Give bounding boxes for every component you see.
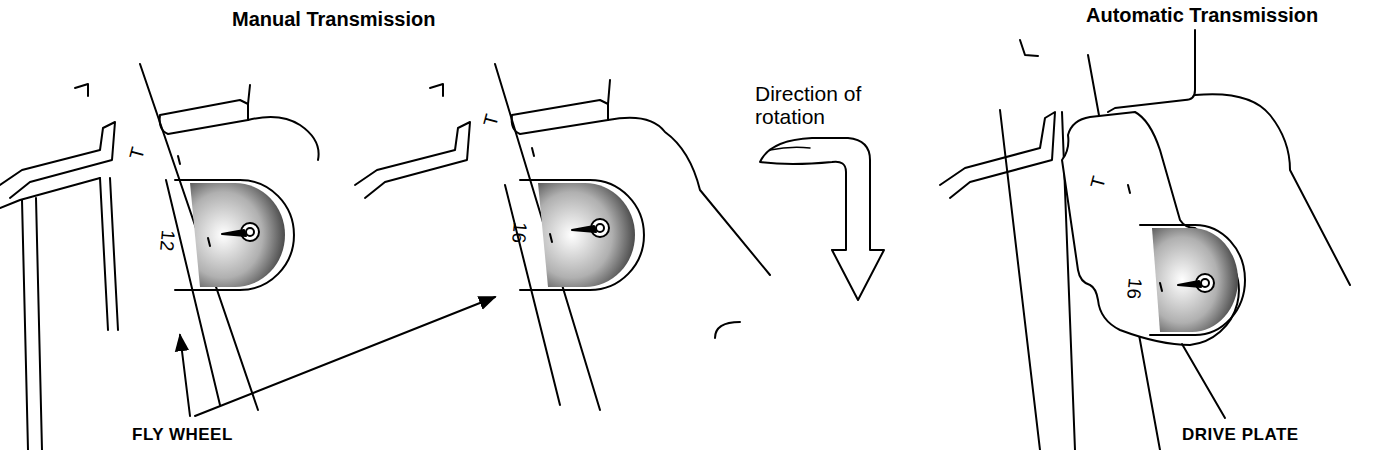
rotation-note: Direction of rotation	[755, 82, 895, 128]
panel-heading: Automatic Transmission	[1086, 4, 1318, 26]
timing-mark: T	[480, 112, 503, 129]
timing-mark: T	[126, 145, 149, 162]
timing-mark: 16	[1122, 277, 1145, 300]
part-name: FLY WHEEL	[132, 426, 233, 445]
timing-mark: 16	[507, 221, 530, 244]
panel-heading: Manual Transmission	[232, 8, 435, 30]
part-name: DRIVE PLATE	[1182, 426, 1299, 445]
timing-mark: 12	[155, 229, 178, 252]
